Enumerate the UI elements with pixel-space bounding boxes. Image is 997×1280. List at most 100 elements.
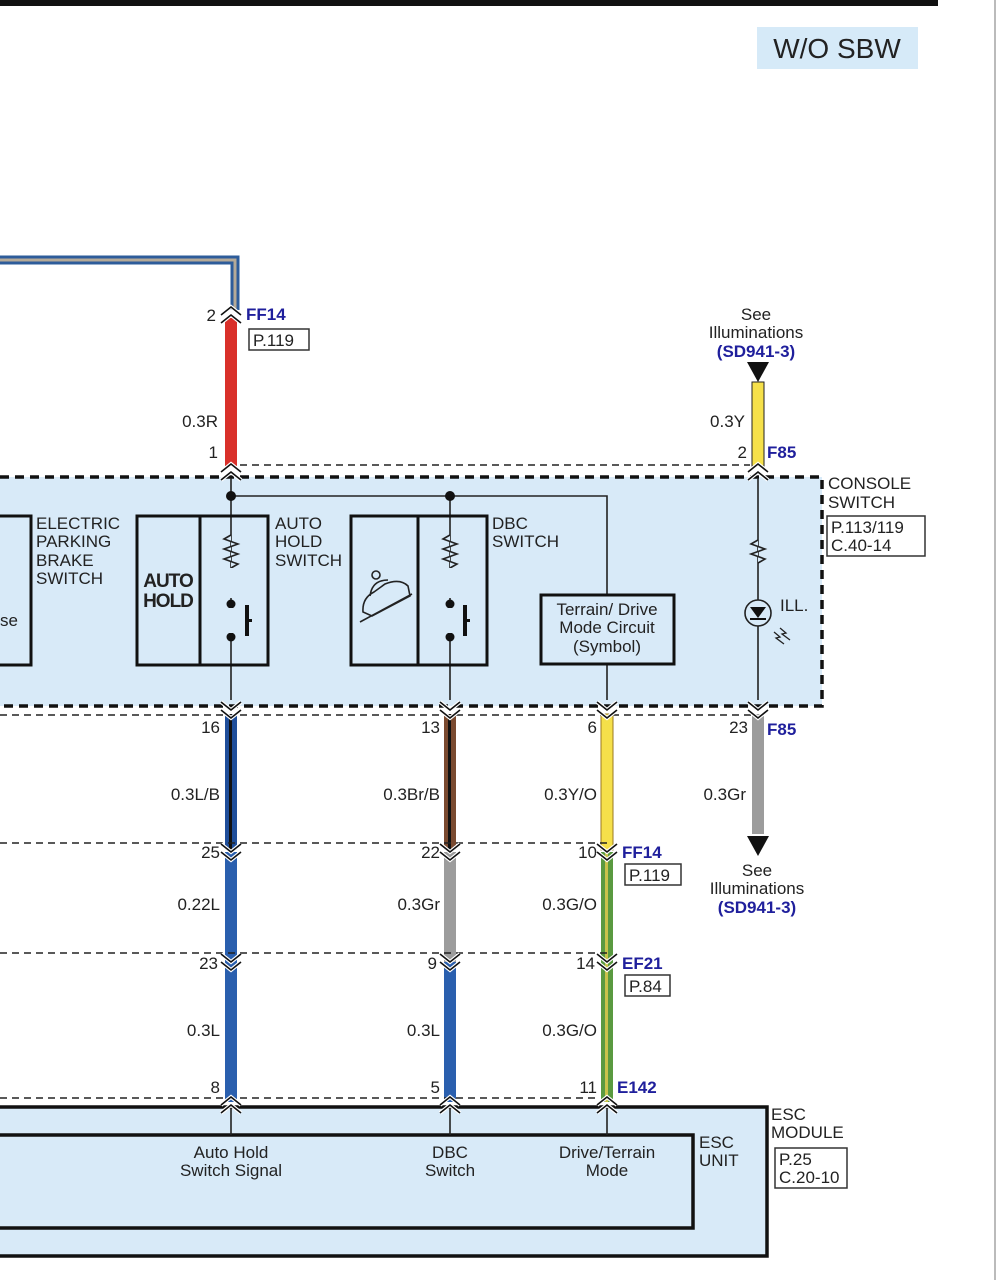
- dbc-switch[interactable]: [349, 514, 489, 667]
- component-name: UNIT: [699, 1151, 739, 1170]
- sd-reference-link[interactable]: (SD941-3): [717, 342, 795, 361]
- wire-blue: [444, 962, 456, 1102]
- terminal-chevron: [747, 462, 769, 481]
- terminal-chevron: [220, 462, 242, 481]
- pin-number: 9: [428, 954, 437, 973]
- signal-label: Switch Signal: [180, 1161, 282, 1180]
- pin-number: 6: [588, 718, 597, 737]
- triangle-icon: [747, 836, 769, 856]
- signal-label: Drive/Terrain: [559, 1143, 655, 1162]
- terminal-chevron: [596, 953, 618, 972]
- terminal-chevron: [439, 843, 461, 862]
- page-ref: P.25: [779, 1150, 812, 1169]
- auto-hold-switch[interactable]: AUTO HOLD: [135, 514, 270, 667]
- illuminations-label: Illuminations: [710, 879, 805, 898]
- wire-blue: [225, 962, 237, 1102]
- component-name: ESC: [699, 1133, 734, 1152]
- wire-blue: [225, 852, 237, 962]
- page-ref: P.119: [629, 866, 670, 885]
- signal-label: Switch: [425, 1161, 475, 1180]
- variant-badge: W/O SBW: [757, 27, 918, 69]
- component-name: PARKING: [36, 532, 111, 551]
- pin-number: 1: [209, 443, 218, 462]
- junction-dot: [445, 491, 455, 501]
- page-ref: C.40-14: [831, 536, 891, 555]
- pin-number: 25: [201, 843, 220, 862]
- connector-id: E142: [617, 1078, 657, 1097]
- terminal-chevron: [220, 843, 242, 862]
- pin-number: 5: [431, 1078, 440, 1097]
- wire-spec: 0.3G/O: [542, 895, 597, 914]
- terminal-chevron: [220, 701, 242, 720]
- illuminations-label: Illuminations: [709, 323, 804, 342]
- console-switch: [0, 475, 824, 708]
- wire-spec: 0.3L/B: [171, 785, 220, 804]
- connector-id: FF14: [246, 305, 286, 324]
- triangle-icon: [747, 362, 769, 382]
- wire-l-b: [225, 714, 237, 850]
- wire-spec: 0.3G/O: [542, 1021, 597, 1040]
- wire-g-o: [601, 852, 613, 1102]
- svg-text:W/O SBW: W/O SBW: [773, 33, 901, 64]
- terrain-mode-circuit: [539, 593, 676, 666]
- component-name: ELECTRIC: [36, 514, 120, 533]
- terminal-chevron: [220, 305, 242, 324]
- pin-number: 10: [578, 843, 597, 862]
- component-name: SWITCH: [275, 551, 342, 570]
- page-ref: P.113/119: [831, 518, 904, 537]
- component-name: AUTO: [275, 514, 322, 533]
- page-ref-box: [248, 328, 310, 351]
- wire-y-o: [600, 713, 614, 851]
- wire-gray: [752, 714, 764, 834]
- signal-label: DBC: [432, 1143, 468, 1162]
- pin-number: 2: [738, 443, 747, 462]
- component-name: MODULE: [771, 1123, 844, 1142]
- pin-number: 13: [421, 718, 440, 737]
- page-ref: C.20-10: [779, 1168, 839, 1187]
- auto-hold-icon: AUTO: [143, 571, 193, 592]
- led-icon: [744, 599, 791, 645]
- component-name: HOLD: [275, 532, 322, 551]
- sd-reference-link[interactable]: (SD941-3): [718, 898, 796, 917]
- esc-module: [0, 1105, 769, 1258]
- terminal-chevron: [596, 1095, 618, 1114]
- component-name: DBC: [492, 514, 528, 533]
- wire-spec: 0.3L: [187, 1021, 220, 1040]
- page-ref-box: [624, 863, 682, 886]
- ill-label: ILL.: [780, 596, 808, 615]
- auto-hold-icon: HOLD: [143, 591, 193, 612]
- component-name: SWITCH: [36, 569, 103, 588]
- wire-yellow: [751, 381, 765, 467]
- wire-spec: 0.3R: [182, 412, 218, 431]
- component-name: SWITCH: [492, 532, 559, 551]
- signal-label: Mode: [586, 1161, 629, 1180]
- terminal-chevron: [747, 701, 769, 720]
- pin-number: 22: [421, 843, 440, 862]
- terminal-chevron: [596, 843, 618, 862]
- harness-top: [0, 255, 240, 310]
- wire-br-b: [444, 714, 456, 850]
- pin-number: 14: [576, 954, 595, 973]
- component-name: Mode Circuit: [559, 618, 655, 637]
- connector-id: EF21: [622, 954, 663, 973]
- signal-label: Auto Hold: [194, 1143, 269, 1162]
- terminal-chevron: [439, 953, 461, 972]
- component-name: SWITCH: [828, 493, 895, 512]
- wire-spec: 0.22L: [177, 895, 220, 914]
- wire-spec: 0.3Br/B: [383, 785, 440, 804]
- connector-id: FF14: [622, 843, 662, 862]
- page-ref-box: [774, 1147, 848, 1189]
- wire-spec: 0.3Y/O: [544, 785, 597, 804]
- terminal-chevron: [220, 1095, 242, 1114]
- hill-descent-car-icon: [359, 570, 413, 623]
- epb-partial-text: se: [0, 611, 18, 630]
- pin-number: 23: [729, 718, 748, 737]
- component-name: CONSOLE: [828, 474, 911, 493]
- terminal-chevron: [439, 701, 461, 720]
- component-name: Terrain/ Drive: [556, 600, 657, 619]
- wire-spec: 0.3Y: [710, 412, 745, 431]
- resistor-icon: [221, 534, 768, 569]
- component-name: ESC: [771, 1105, 806, 1124]
- connector-terminals: [219, 304, 770, 1115]
- terminal-chevron: [220, 953, 242, 972]
